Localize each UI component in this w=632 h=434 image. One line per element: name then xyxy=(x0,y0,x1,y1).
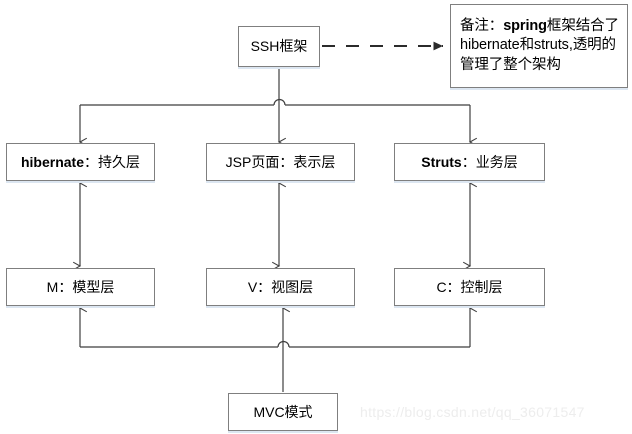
node-ssh-framework-label: SSH框架 xyxy=(250,38,308,55)
struts-bold: Struts xyxy=(421,153,462,170)
node-hibernate-layer[interactable]: hibernate：持久层 xyxy=(6,143,155,181)
edge-ssh-bus-hop xyxy=(273,98,286,106)
struts-plain: ：业务层 xyxy=(461,153,518,170)
node-hibernate-layer-label: hibernate：持久层 xyxy=(21,154,140,170)
node-jsp-layer-label: JSP页面：表示层 xyxy=(225,153,336,170)
node-struts-layer-label: Struts：业务层 xyxy=(421,154,517,170)
node-mvc-pattern[interactable]: MVC模式 xyxy=(228,393,338,431)
node-view-layer-label: V：视图层 xyxy=(247,278,314,295)
node-view-layer[interactable]: V：视图层 xyxy=(206,268,355,306)
node-mvc-pattern-label: MVC模式 xyxy=(253,403,313,420)
node-note-spring[interactable]: 备注：spring框架结合了hibernate和struts,透明的管理了整个架… xyxy=(450,4,628,88)
hibernate-bold: hibernate xyxy=(20,153,84,170)
note-bold-word: spring xyxy=(503,18,547,35)
note-prefix: 备注： xyxy=(460,18,504,35)
watermark-text: https://blog.csdn.net/qq_36071547 xyxy=(360,404,585,420)
node-ssh-framework[interactable]: SSH框架 xyxy=(238,26,320,67)
node-jsp-layer[interactable]: JSP页面：表示层 xyxy=(206,143,355,181)
node-struts-layer[interactable]: Struts：业务层 xyxy=(394,143,545,181)
node-model-layer-label: M：模型层 xyxy=(46,278,115,295)
hibernate-plain: ：持久层 xyxy=(84,153,140,170)
node-controller-layer[interactable]: C：控制层 xyxy=(394,268,545,306)
node-note-spring-label: 备注：spring框架结合了hibernate和struts,透明的管理了整个架… xyxy=(460,17,620,74)
node-controller-layer-label: C：控制层 xyxy=(436,278,503,295)
note-rest: 框架结合了hibernate和struts,透明的管理了整个架构 xyxy=(460,18,619,73)
node-model-layer[interactable]: M：模型层 xyxy=(6,268,155,306)
